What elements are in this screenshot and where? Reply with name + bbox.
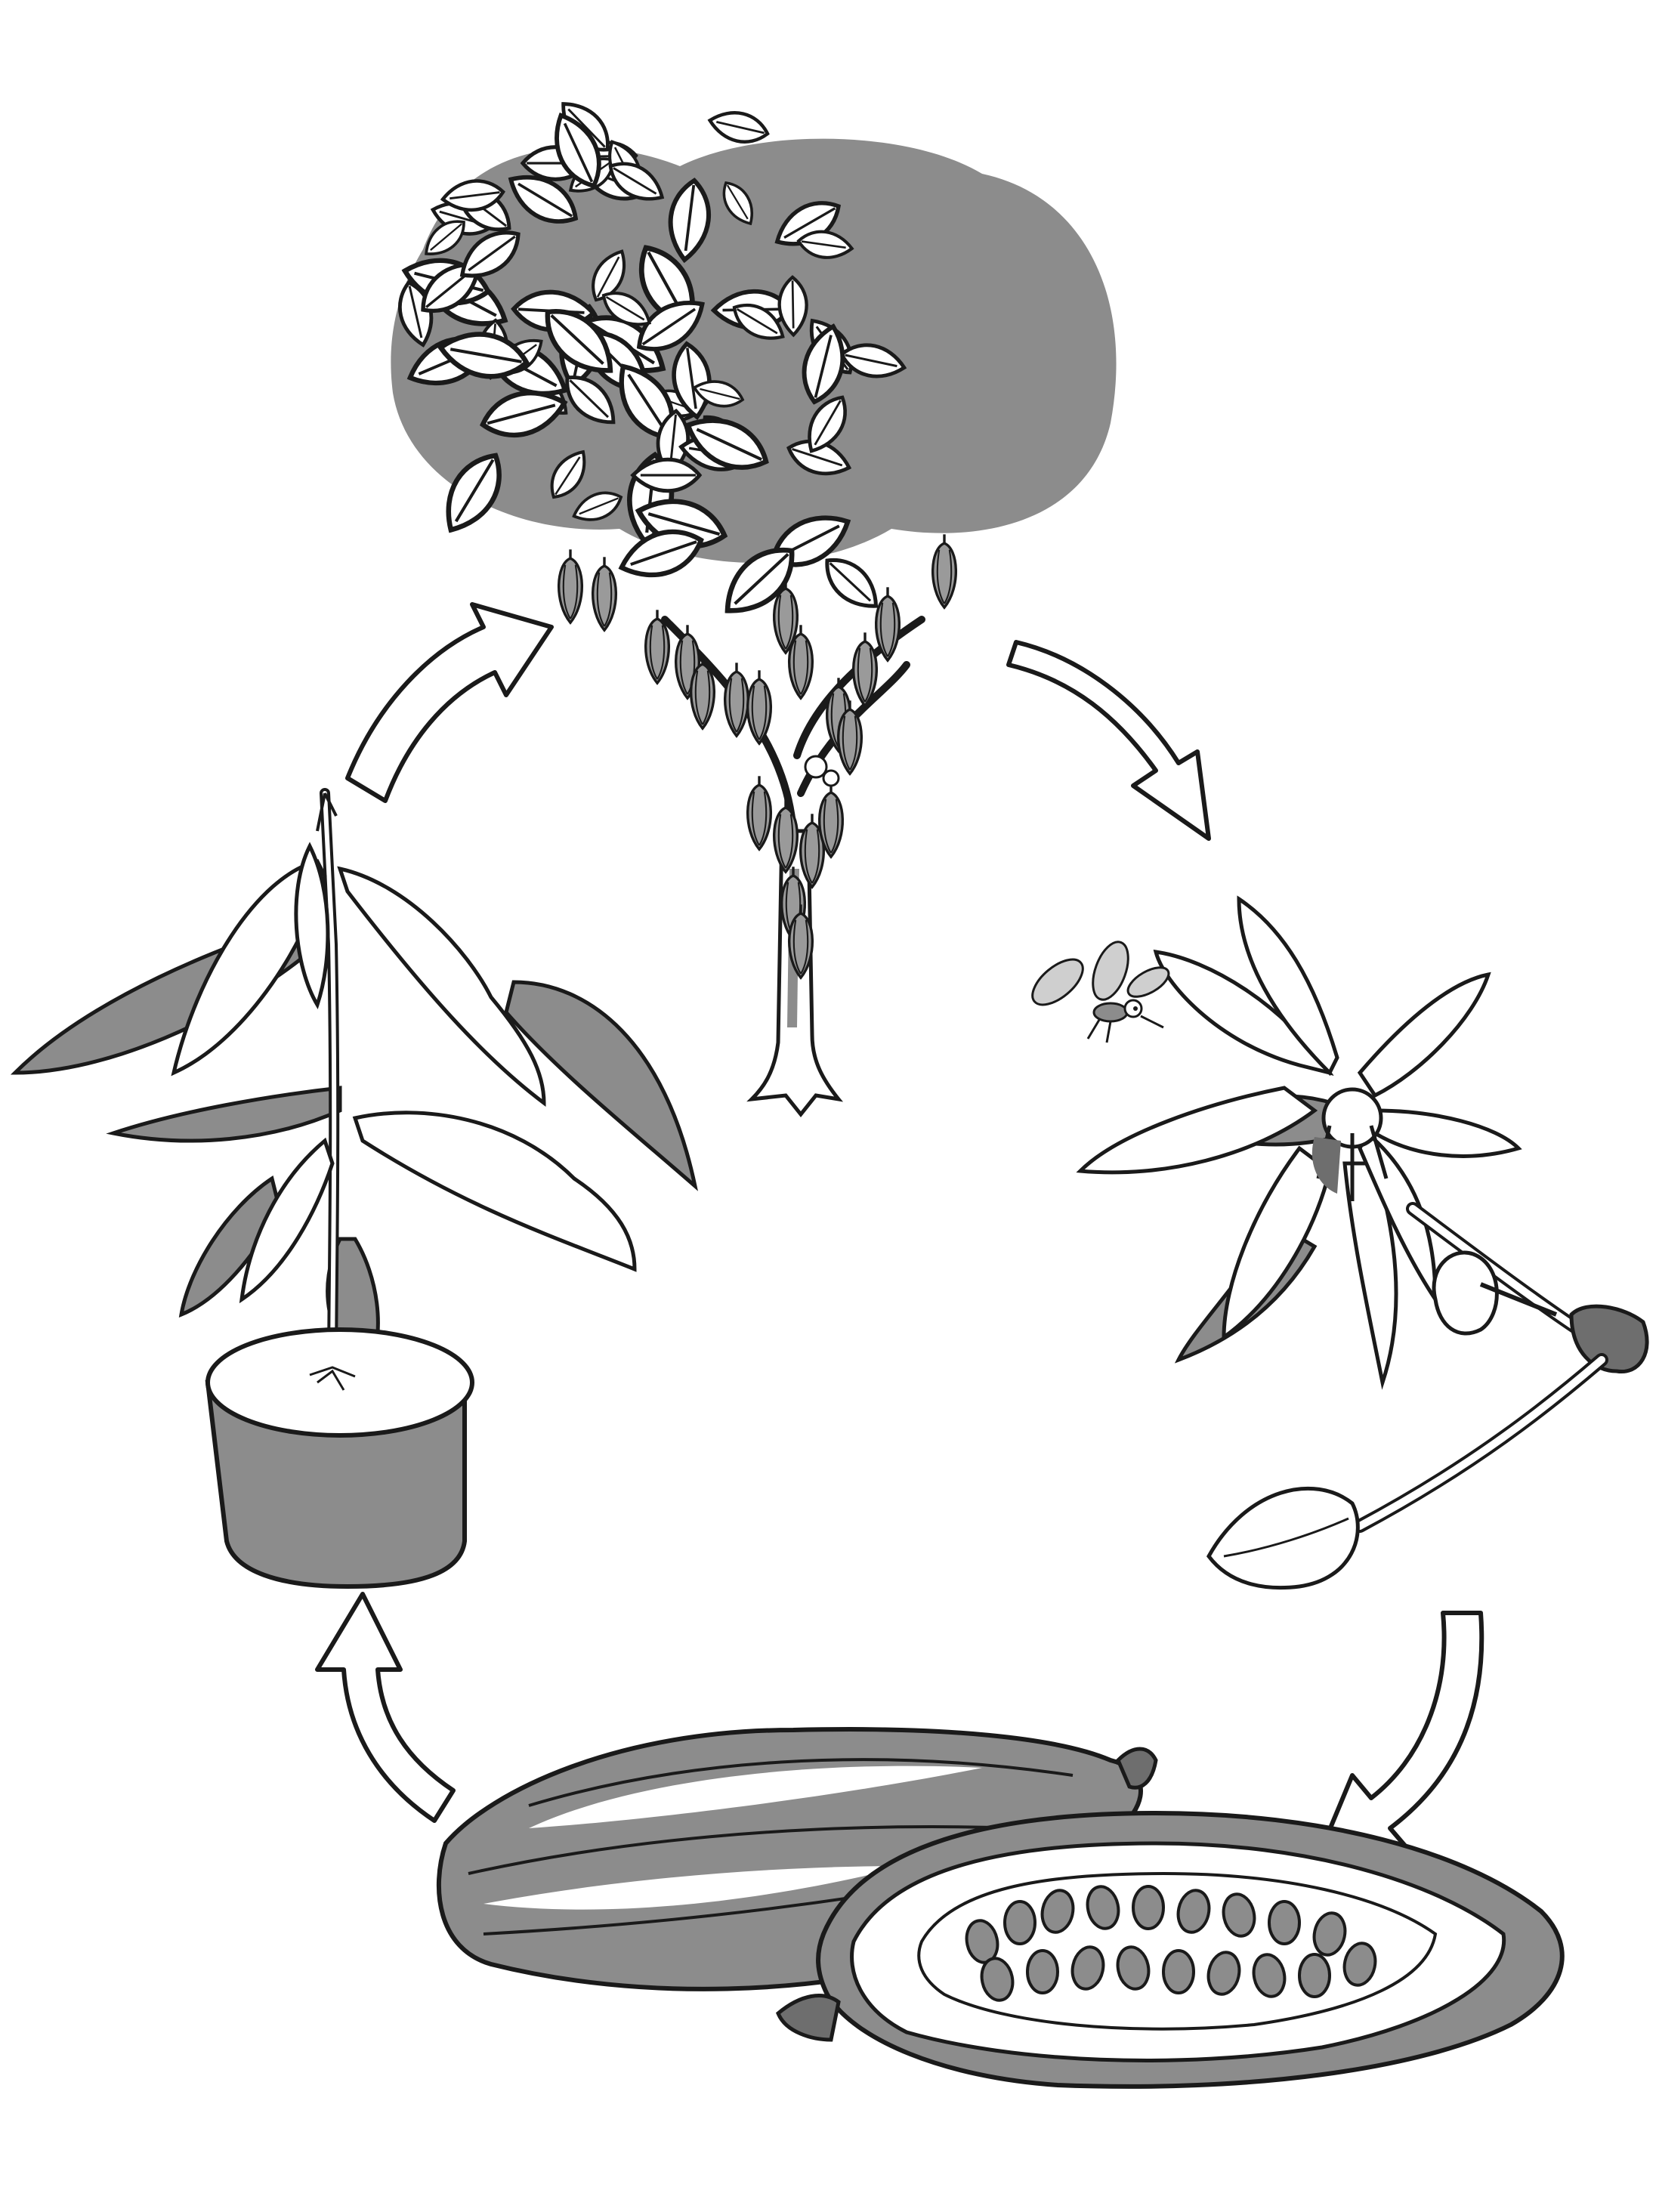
mature-tree-illustration [391, 94, 1116, 1114]
cacao-bean [1269, 1902, 1299, 1944]
cacao-bean [1163, 1951, 1194, 1993]
potted-seedling-illustration [15, 793, 695, 1586]
cacao-bean [1005, 1902, 1035, 1944]
cacao-bean [1299, 1954, 1330, 1997]
tree-pod [748, 670, 771, 743]
tree-pod [748, 776, 771, 849]
canopy-leaf [706, 107, 771, 147]
tree-pod [593, 557, 616, 630]
arrow-pod-to-seedling-icon [317, 1594, 453, 1821]
cacao-bean [1133, 1886, 1163, 1929]
flower-bud-icon [1434, 1253, 1497, 1333]
tree-pod [559, 549, 582, 623]
cacao-flower-illustration [1025, 899, 1648, 1588]
arrow-tree-to-flower-icon [1009, 642, 1209, 839]
young-pod-icon [1209, 1488, 1358, 1587]
tree-pod [725, 663, 749, 736]
arrow-seedling-to-tree-icon [348, 604, 551, 801]
canopy-leaf [817, 549, 887, 618]
tree-pod [933, 534, 956, 607]
cacao-bean [1027, 1951, 1058, 1993]
midge-pollinator-icon [1025, 938, 1173, 1043]
